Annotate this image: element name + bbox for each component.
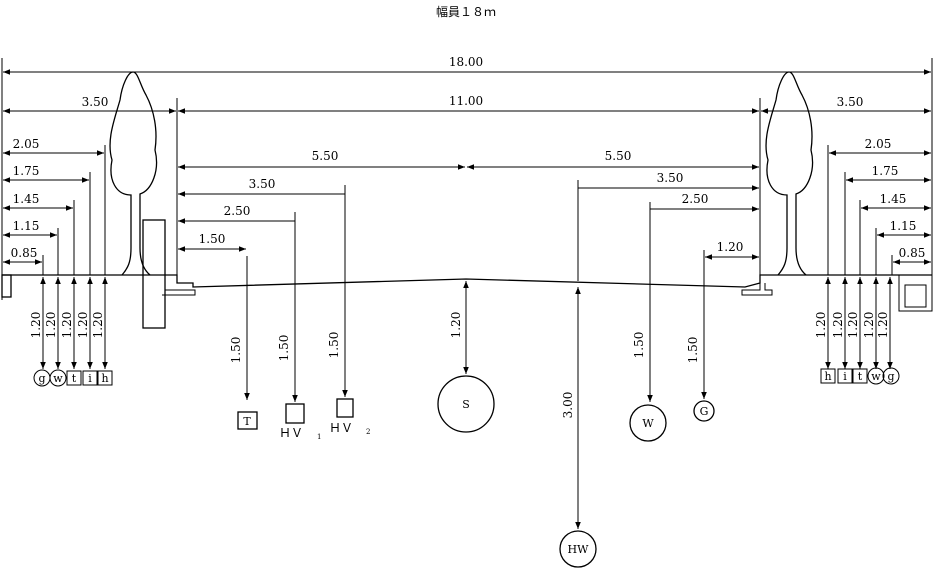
- svg-text:5.50: 5.50: [605, 149, 632, 163]
- svg-text:2.50: 2.50: [682, 192, 709, 206]
- dim-carriageway: 11.00: [178, 94, 759, 114]
- left-sidewalk-depths: 1.20 1.20 1.20 1.20 1.20: [29, 277, 108, 369]
- right-utility-labels: h i t w g: [820, 367, 900, 385]
- svg-text:5.50: 5.50: [312, 149, 339, 163]
- svg-text:1.20: 1.20: [831, 312, 845, 339]
- svg-text:2.50: 2.50: [224, 204, 251, 218]
- svg-text:0.85: 0.85: [11, 246, 38, 260]
- utility-S: 1.20 S: [437, 281, 495, 433]
- svg-text:1.20: 1.20: [717, 240, 744, 254]
- dim-left-sidewalk: 3.50: [3, 95, 176, 114]
- svg-text:w: w: [53, 372, 63, 385]
- svg-text:1.50: 1.50: [229, 337, 243, 364]
- utility-G: 1.50 G: [686, 250, 715, 422]
- dim-half-right: 5.50: [467, 149, 759, 170]
- svg-text:0.85: 0.85: [899, 246, 926, 260]
- svg-text:1.20: 1.20: [29, 312, 43, 339]
- dim-total: 18.00: [3, 55, 931, 75]
- utility-HV1: 1.50 ＨＶ 1: [277, 212, 321, 441]
- utility-HW: 3.00 HW: [559, 180, 597, 568]
- svg-text:1.50: 1.50: [277, 335, 291, 362]
- svg-text:1.75: 1.75: [872, 164, 899, 178]
- svg-text:1.45: 1.45: [13, 192, 40, 206]
- svg-text:1.75: 1.75: [13, 164, 40, 178]
- svg-text:3.50: 3.50: [82, 95, 109, 109]
- svg-text:i: i: [88, 372, 92, 385]
- right-offset-dims: 2.05 1.75 1.45 1.15 0.85: [827, 137, 931, 275]
- svg-text:1.45: 1.45: [880, 192, 907, 206]
- svg-text:w: w: [871, 370, 881, 383]
- utility-HV2: 1.50 ＨＶ 2: [327, 185, 370, 436]
- svg-text:1.20: 1.20: [862, 312, 876, 339]
- svg-text:1.15: 1.15: [890, 219, 917, 233]
- svg-text:h: h: [101, 372, 108, 385]
- utility-W: 1.50 W: [629, 202, 667, 442]
- svg-text:1.20: 1.20: [91, 312, 105, 339]
- svg-text:1.50: 1.50: [686, 337, 700, 364]
- utility-pole: [142, 219, 166, 329]
- svg-text:3.50: 3.50: [249, 177, 276, 191]
- dim-right-sidewalk: 3.50: [761, 95, 931, 114]
- left-utility-labels: g w t i h: [33, 369, 113, 387]
- svg-text:1.50: 1.50: [199, 232, 226, 246]
- svg-text:h: h: [824, 370, 831, 383]
- svg-text:3.50: 3.50: [657, 171, 684, 185]
- svg-text:g: g: [887, 370, 894, 383]
- svg-text:3.00: 3.00: [561, 392, 575, 419]
- left-tree-icon: [109, 71, 158, 276]
- svg-text:18.00: 18.00: [449, 55, 483, 69]
- road-left-dims: 3.50 2.50 1.50: [178, 177, 345, 252]
- right-sidewalk-depths: 1.20 1.20 1.20 1.20 1.20: [814, 277, 893, 369]
- svg-text:1.20: 1.20: [44, 312, 58, 339]
- utility-T: 1.50 T: [229, 256, 258, 430]
- svg-text:11.00: 11.00: [449, 94, 483, 108]
- svg-text:G: G: [700, 405, 709, 418]
- svg-text:1.20: 1.20: [60, 312, 74, 339]
- svg-text:2.05: 2.05: [13, 137, 40, 151]
- road-right-dims: 3.50 2.50 1.20: [578, 171, 759, 260]
- svg-text:1.50: 1.50: [632, 332, 646, 359]
- svg-text:HW: HW: [568, 543, 590, 556]
- left-offset-dims: 2.05 1.75 1.45 1.15 0.85: [3, 137, 106, 275]
- svg-text:1.20: 1.20: [814, 312, 828, 339]
- svg-text:2: 2: [366, 428, 370, 436]
- svg-text:i: i: [843, 370, 847, 383]
- svg-text:3.50: 3.50: [837, 95, 864, 109]
- svg-text:T: T: [243, 415, 251, 428]
- svg-text:t: t: [858, 370, 863, 383]
- svg-text:1.20: 1.20: [76, 312, 90, 339]
- svg-text:ＨＶ: ＨＶ: [329, 421, 353, 435]
- svg-text:2.05: 2.05: [865, 137, 892, 151]
- svg-text:1.20: 1.20: [449, 312, 463, 339]
- svg-text:t: t: [72, 372, 77, 385]
- svg-text:W: W: [642, 417, 654, 430]
- road-surface: [1, 274, 933, 312]
- svg-text:1: 1: [317, 433, 321, 441]
- diagram-title: 幅員１８ｍ: [436, 4, 496, 19]
- right-tree-icon: [765, 71, 814, 276]
- svg-text:g: g: [38, 372, 45, 385]
- svg-text:S: S: [462, 398, 470, 411]
- svg-text:1.15: 1.15: [13, 219, 40, 233]
- dim-half-left: 5.50: [178, 149, 465, 170]
- svg-text:1.50: 1.50: [327, 332, 341, 359]
- svg-text:1.20: 1.20: [846, 312, 860, 339]
- svg-text:ＨＶ: ＨＶ: [279, 426, 303, 440]
- svg-text:1.20: 1.20: [876, 312, 890, 339]
